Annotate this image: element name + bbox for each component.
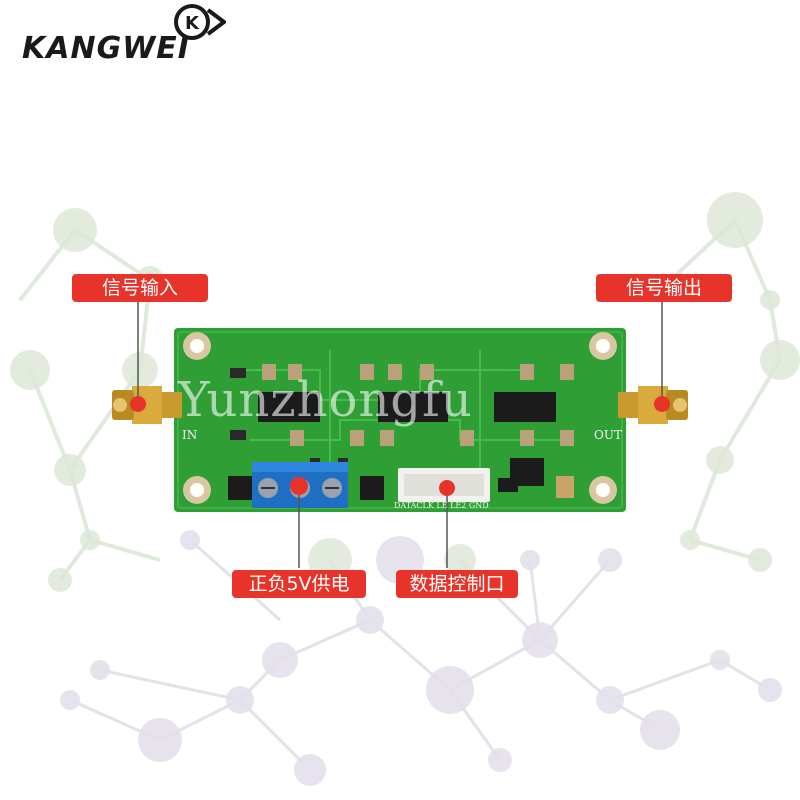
callout-data-port: 数据控制口 xyxy=(396,570,518,598)
callout-power: 正负5V供电 xyxy=(232,570,366,598)
board-port-pins-label: DATACLK LE LE2 GND xyxy=(394,501,489,510)
board-in-label: IN xyxy=(182,428,198,442)
brand-logo-letter: K xyxy=(185,13,200,34)
sma-connector-in xyxy=(112,386,182,424)
network-background xyxy=(10,192,800,786)
brand-logo: KANGWEI xyxy=(22,26,190,70)
board-out-label: OUT xyxy=(594,428,622,442)
mounting-holes xyxy=(183,332,617,504)
pcb-board xyxy=(174,328,626,512)
callout-signal-out: 信号输出 xyxy=(596,274,732,302)
callout-dots xyxy=(130,396,670,496)
sma-connector-out xyxy=(618,386,688,424)
brand-logo-mark-icon: K xyxy=(174,4,226,40)
callout-leaders xyxy=(137,300,663,568)
brand-logo-text: KANGWEI xyxy=(22,30,190,66)
smd-components xyxy=(228,364,574,500)
callout-signal-in: 信号输入 xyxy=(72,274,208,302)
watermark-text: Yunzhongfu xyxy=(178,372,473,428)
chips xyxy=(258,392,556,492)
